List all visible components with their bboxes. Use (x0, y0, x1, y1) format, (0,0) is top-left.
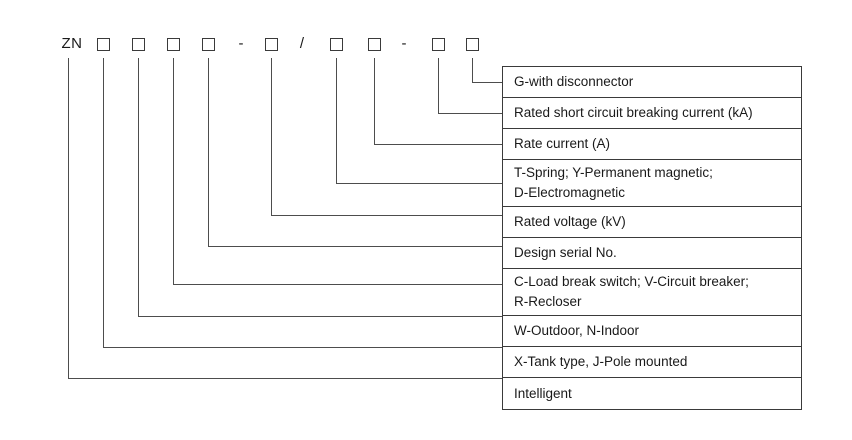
leader-line-row-7-vertical (173, 58, 174, 285)
leader-line-row-5-vertical (271, 58, 272, 216)
description-row-operating-mechanism: T-Spring; Y-Permanent magnetic; D-Electr… (503, 160, 801, 207)
description-text: Rated voltage (kV) (514, 214, 626, 229)
description-text-line-2: R-Recloser (514, 294, 582, 309)
description-row-rated-short-circuit-breaking-current: Rated short circuit breaking current (kA… (503, 98, 801, 129)
description-row-device-type: C-Load break switch; V-Circuit breaker; … (503, 269, 801, 316)
model-code-row: ZN - / - (0, 0, 852, 70)
description-text: Rated short circuit breaking current (kA… (514, 105, 753, 120)
description-row-mounting-type: X-Tank type, J-Pole mounted (503, 347, 801, 378)
leader-line-row-1-horizontal (472, 82, 502, 83)
code-box-6[interactable] (330, 38, 343, 51)
code-separator-slash: / (299, 35, 305, 52)
description-row-rated-voltage: Rated voltage (kV) (503, 207, 801, 238)
description-table: G-with disconnector Rated short circuit … (502, 66, 802, 410)
description-text: W-Outdoor, N-Indoor (514, 323, 640, 338)
description-row-g-with-disconnector: G-with disconnector (503, 67, 801, 98)
code-prefix-zn: ZN (61, 35, 83, 52)
leader-line-row-10-vertical (68, 58, 69, 379)
leader-line-row-6-vertical (208, 58, 209, 247)
leader-line-row-8-vertical (138, 58, 139, 317)
leader-line-row-2-vertical (438, 58, 439, 114)
leader-line-row-3-vertical (374, 58, 375, 145)
code-separator-dash-2: - (401, 35, 407, 52)
description-text-line-1: C-Load break switch; V-Circuit breaker; (514, 274, 749, 289)
description-row-rate-current: Rate current (A) (503, 129, 801, 160)
leader-line-row-4-vertical (336, 58, 337, 184)
code-box-5[interactable] (265, 38, 278, 51)
description-text: Intelligent (514, 385, 572, 401)
code-box-8[interactable] (432, 38, 445, 51)
code-box-9[interactable] (466, 38, 479, 51)
leader-line-row-1-vertical (472, 58, 473, 83)
code-separator-dash-1: - (238, 35, 244, 52)
leader-line-row-4-horizontal (336, 183, 502, 184)
code-box-2[interactable] (132, 38, 145, 51)
description-row-design-serial-no: Design serial No. (503, 238, 801, 269)
leader-line-row-9-vertical (103, 58, 104, 348)
leader-line-row-6-horizontal (208, 246, 502, 247)
leader-line-row-3-horizontal (374, 144, 502, 145)
description-row-intelligent: Intelligent (503, 378, 801, 409)
description-text-line-1: T-Spring; Y-Permanent magnetic; (514, 165, 713, 180)
description-text: Design serial No. (514, 245, 617, 260)
description-text-line-2: D-Electromagnetic (514, 185, 626, 200)
code-box-3[interactable] (167, 38, 180, 51)
description-text: Rate current (A) (514, 136, 611, 151)
leader-line-row-8-horizontal (138, 316, 502, 317)
leader-line-row-2-horizontal (438, 113, 502, 114)
code-box-7[interactable] (368, 38, 381, 51)
code-box-4[interactable] (202, 38, 215, 51)
leader-line-row-7-horizontal (173, 284, 502, 285)
description-row-installation-environment: W-Outdoor, N-Indoor (503, 316, 801, 347)
leader-line-row-10-horizontal (68, 378, 502, 379)
leader-line-row-9-horizontal (103, 347, 502, 348)
description-text: G-with disconnector (514, 74, 634, 89)
description-text: X-Tank type, J-Pole mounted (514, 354, 688, 369)
code-box-1[interactable] (97, 38, 110, 51)
leader-line-row-5-horizontal (271, 215, 502, 216)
